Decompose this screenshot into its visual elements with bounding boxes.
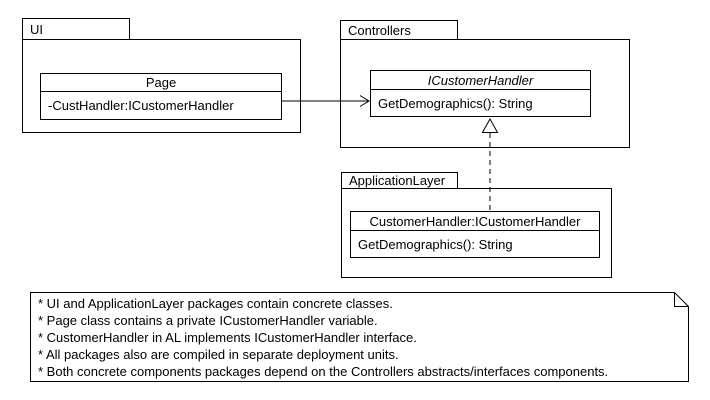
customerhandler-class: CustomerHandler:ICustomerHandler GetDemo… xyxy=(350,211,600,258)
page-class-attribute: -CustHandler:ICustomerHandler xyxy=(48,98,234,113)
applicationlayer-package-label: ApplicationLayer xyxy=(349,173,446,188)
note-fold-icon xyxy=(674,292,689,307)
note-line: * Page class contains a private ICustome… xyxy=(38,313,378,328)
note-shape xyxy=(30,292,689,382)
note-box: * UI and ApplicationLayer packages conta… xyxy=(30,292,689,382)
note-line: * Both concrete components packages depe… xyxy=(38,364,609,379)
note-text: * UI and ApplicationLayer packages conta… xyxy=(38,295,671,380)
note-line: * All packages also are compiled in sepa… xyxy=(38,347,399,362)
note-outline xyxy=(30,292,689,382)
note-line: * UI and ApplicationLayer packages conta… xyxy=(38,296,393,311)
ui-package-label: UI xyxy=(30,21,43,37)
page-class-name: Page xyxy=(41,74,281,92)
icustomerhandler-class-name: ICustomerHandler xyxy=(371,71,590,90)
ui-package-tab: UI xyxy=(22,18,130,40)
note-line: * CustomerHandler in AL implements ICust… xyxy=(38,330,417,345)
icustomerhandler-class: ICustomerHandler GetDemographics(): Stri… xyxy=(370,70,591,117)
icustomerhandler-operation: GetDemographics(): String xyxy=(378,95,533,111)
applicationlayer-package-tab: ApplicationLayer xyxy=(341,172,458,189)
controllers-package-tab: Controllers xyxy=(340,20,458,40)
page-class: Page -CustHandler:ICustomerHandler xyxy=(40,73,282,120)
customerhandler-operation: GetDemographics(): String xyxy=(358,236,513,252)
controllers-package-label: Controllers xyxy=(348,22,411,38)
customerhandler-class-name: CustomerHandler:ICustomerHandler xyxy=(351,212,599,231)
